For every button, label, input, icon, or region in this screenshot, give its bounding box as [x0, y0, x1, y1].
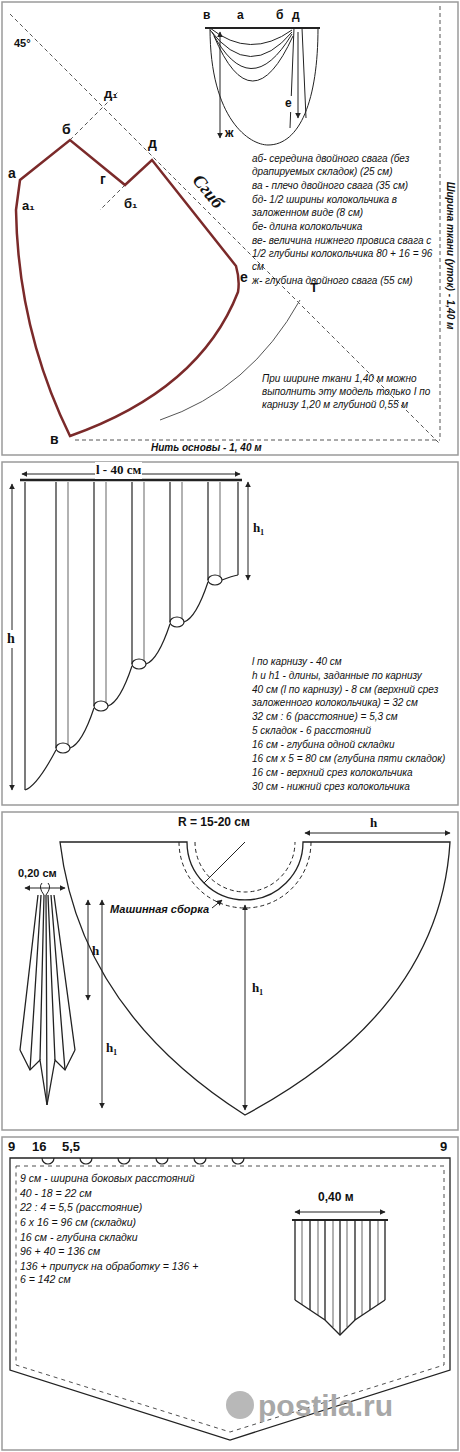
pattern-label: д — [292, 8, 300, 24]
pattern-label: бе- длина колокольчика — [252, 220, 442, 233]
pattern-label: l - 40 см — [95, 462, 142, 479]
pattern-label: г — [100, 170, 106, 188]
fold-stroke — [207, 482, 208, 580]
cascade-sketch — [12, 474, 248, 790]
fold-stroke — [156, 1158, 168, 1164]
pattern-label: а — [237, 8, 244, 24]
pattern-label: l по карнизу - 40 см — [252, 655, 452, 668]
pattern-label: 136 + припуск на обработку = 136 + 6 = 1… — [20, 1260, 200, 1287]
pattern-label: в — [50, 430, 59, 448]
fold-stroke — [108, 666, 132, 706]
watermark-logo — [226, 1391, 254, 1419]
fold-stroke — [70, 708, 94, 748]
pattern-label: а — [8, 164, 16, 182]
pattern-label: Машинная сборка — [110, 902, 209, 916]
guide-lines — [10, 6, 440, 444]
pattern-label: Сгиб — [187, 170, 229, 214]
pattern-label: h₁ — [253, 520, 264, 537]
pattern-label: 5,5 — [62, 1139, 80, 1156]
pattern-label: в — [203, 8, 210, 24]
pattern-label: ж — [224, 126, 235, 142]
pattern-label: ж- глубина двойного свага (55 см) — [252, 274, 442, 287]
pattern-label: Ширина ткани (уток) - 1,40 м — [445, 181, 458, 329]
circle-pattern — [20, 833, 450, 1115]
pattern-label: б — [62, 120, 71, 138]
fold-stroke — [42, 1158, 54, 1164]
pattern-label: 22 : 4 = 5,5 (расстояние) — [20, 1201, 200, 1215]
pattern-label: R = 15-20 см — [178, 815, 250, 831]
pattern-label: 45° — [14, 36, 31, 50]
pattern-label: аб- середина двойного свага (без драпиру… — [252, 152, 442, 178]
fold-stroke — [222, 575, 238, 580]
pattern-label: h и h1 - длины, заданные по карнизу — [252, 669, 452, 682]
fold-stroke — [68, 482, 69, 744]
pattern-label: е — [240, 268, 248, 286]
fold-stroke — [232, 1158, 244, 1164]
pleat-pattern — [10, 1158, 450, 1440]
pattern-outline — [16, 140, 239, 436]
pattern-label: 32 см : 6 (расстояние) = 5,3 см — [252, 710, 452, 723]
pattern-label: h — [370, 815, 377, 832]
pattern-label: 16 см - верхний срез колокольчика — [252, 766, 452, 779]
pattern-label: 9 см - ширина боковых расстояний — [20, 1172, 200, 1186]
fold-stroke — [220, 482, 221, 576]
pattern-label: 30 см - нижний срез колокольчика — [252, 780, 452, 793]
fold-stroke — [80, 1158, 92, 1164]
swag-sketch — [205, 28, 320, 145]
pattern-label: 16 см - глубина складки — [20, 1231, 200, 1245]
pattern-label: h — [6, 630, 16, 648]
fold-stroke — [146, 624, 170, 664]
pattern-label: д₁ — [104, 86, 118, 103]
fold-stroke — [55, 482, 56, 748]
watermark: postila.ru — [258, 1386, 393, 1425]
pattern-label: При ширине ткани 1,40 м можно выполнить … — [262, 372, 432, 411]
fold-stroke — [25, 750, 56, 790]
pattern-label: б — [276, 8, 283, 24]
pattern-label: д — [148, 134, 157, 152]
fold-stroke — [208, 575, 222, 585]
pattern-label: h₁ — [106, 1040, 117, 1057]
pattern-label: а₁ — [22, 198, 35, 215]
pattern-label: 5 складок - 6 расстояний — [252, 724, 452, 737]
fold-stroke — [170, 617, 184, 627]
fold-stroke — [182, 482, 183, 618]
pattern-label: 9 — [8, 1139, 15, 1156]
pattern-label: 9 — [440, 1139, 447, 1156]
pattern-label: 16 см - глубина одной складки — [252, 738, 452, 751]
fold-stroke — [169, 482, 170, 622]
pattern-label: 16 — [32, 1139, 46, 1156]
pattern-label: 40 - 18 = 22 см — [20, 1187, 200, 1201]
pattern-label: Нить основы - 1, 40 м — [150, 441, 263, 454]
fold-stroke — [132, 659, 146, 669]
pattern-label: е — [284, 96, 293, 112]
pattern-label: 16 см х 5 = 80 см (глубина пяти складок) — [252, 752, 452, 765]
pattern-label: 40 см (l по карнизу) - 8 см (верхний сре… — [252, 683, 452, 709]
fold-stroke — [131, 482, 132, 664]
fold-stroke — [144, 482, 145, 660]
pattern-label: h — [92, 943, 99, 960]
pattern-label: ва - плечо двойного свага (35 см) — [252, 179, 442, 192]
pattern-label: 0,20 см — [18, 866, 57, 880]
pattern-label: 0,40 м — [318, 1190, 354, 1206]
fold-stroke — [56, 743, 70, 753]
pattern-label: ве- величина нижнего провиса свага с 1/2… — [252, 234, 442, 273]
pattern-label: б₁ — [124, 196, 137, 213]
fold-stroke — [93, 482, 94, 706]
pattern-label: h₁ — [252, 980, 263, 997]
fold-stroke — [94, 701, 108, 711]
fold-stroke — [194, 1158, 206, 1164]
fold-stroke — [184, 582, 208, 622]
fold-stroke — [106, 482, 107, 702]
pattern-label: 96 + 40 = 136 см — [20, 1245, 200, 1259]
pattern-label: 6 х 16 = 96 см (складки) — [20, 1216, 200, 1230]
fold-stroke — [118, 1158, 130, 1164]
pattern-label: бд- 1/2 ширины колокольчика в заложенном… — [252, 193, 442, 219]
